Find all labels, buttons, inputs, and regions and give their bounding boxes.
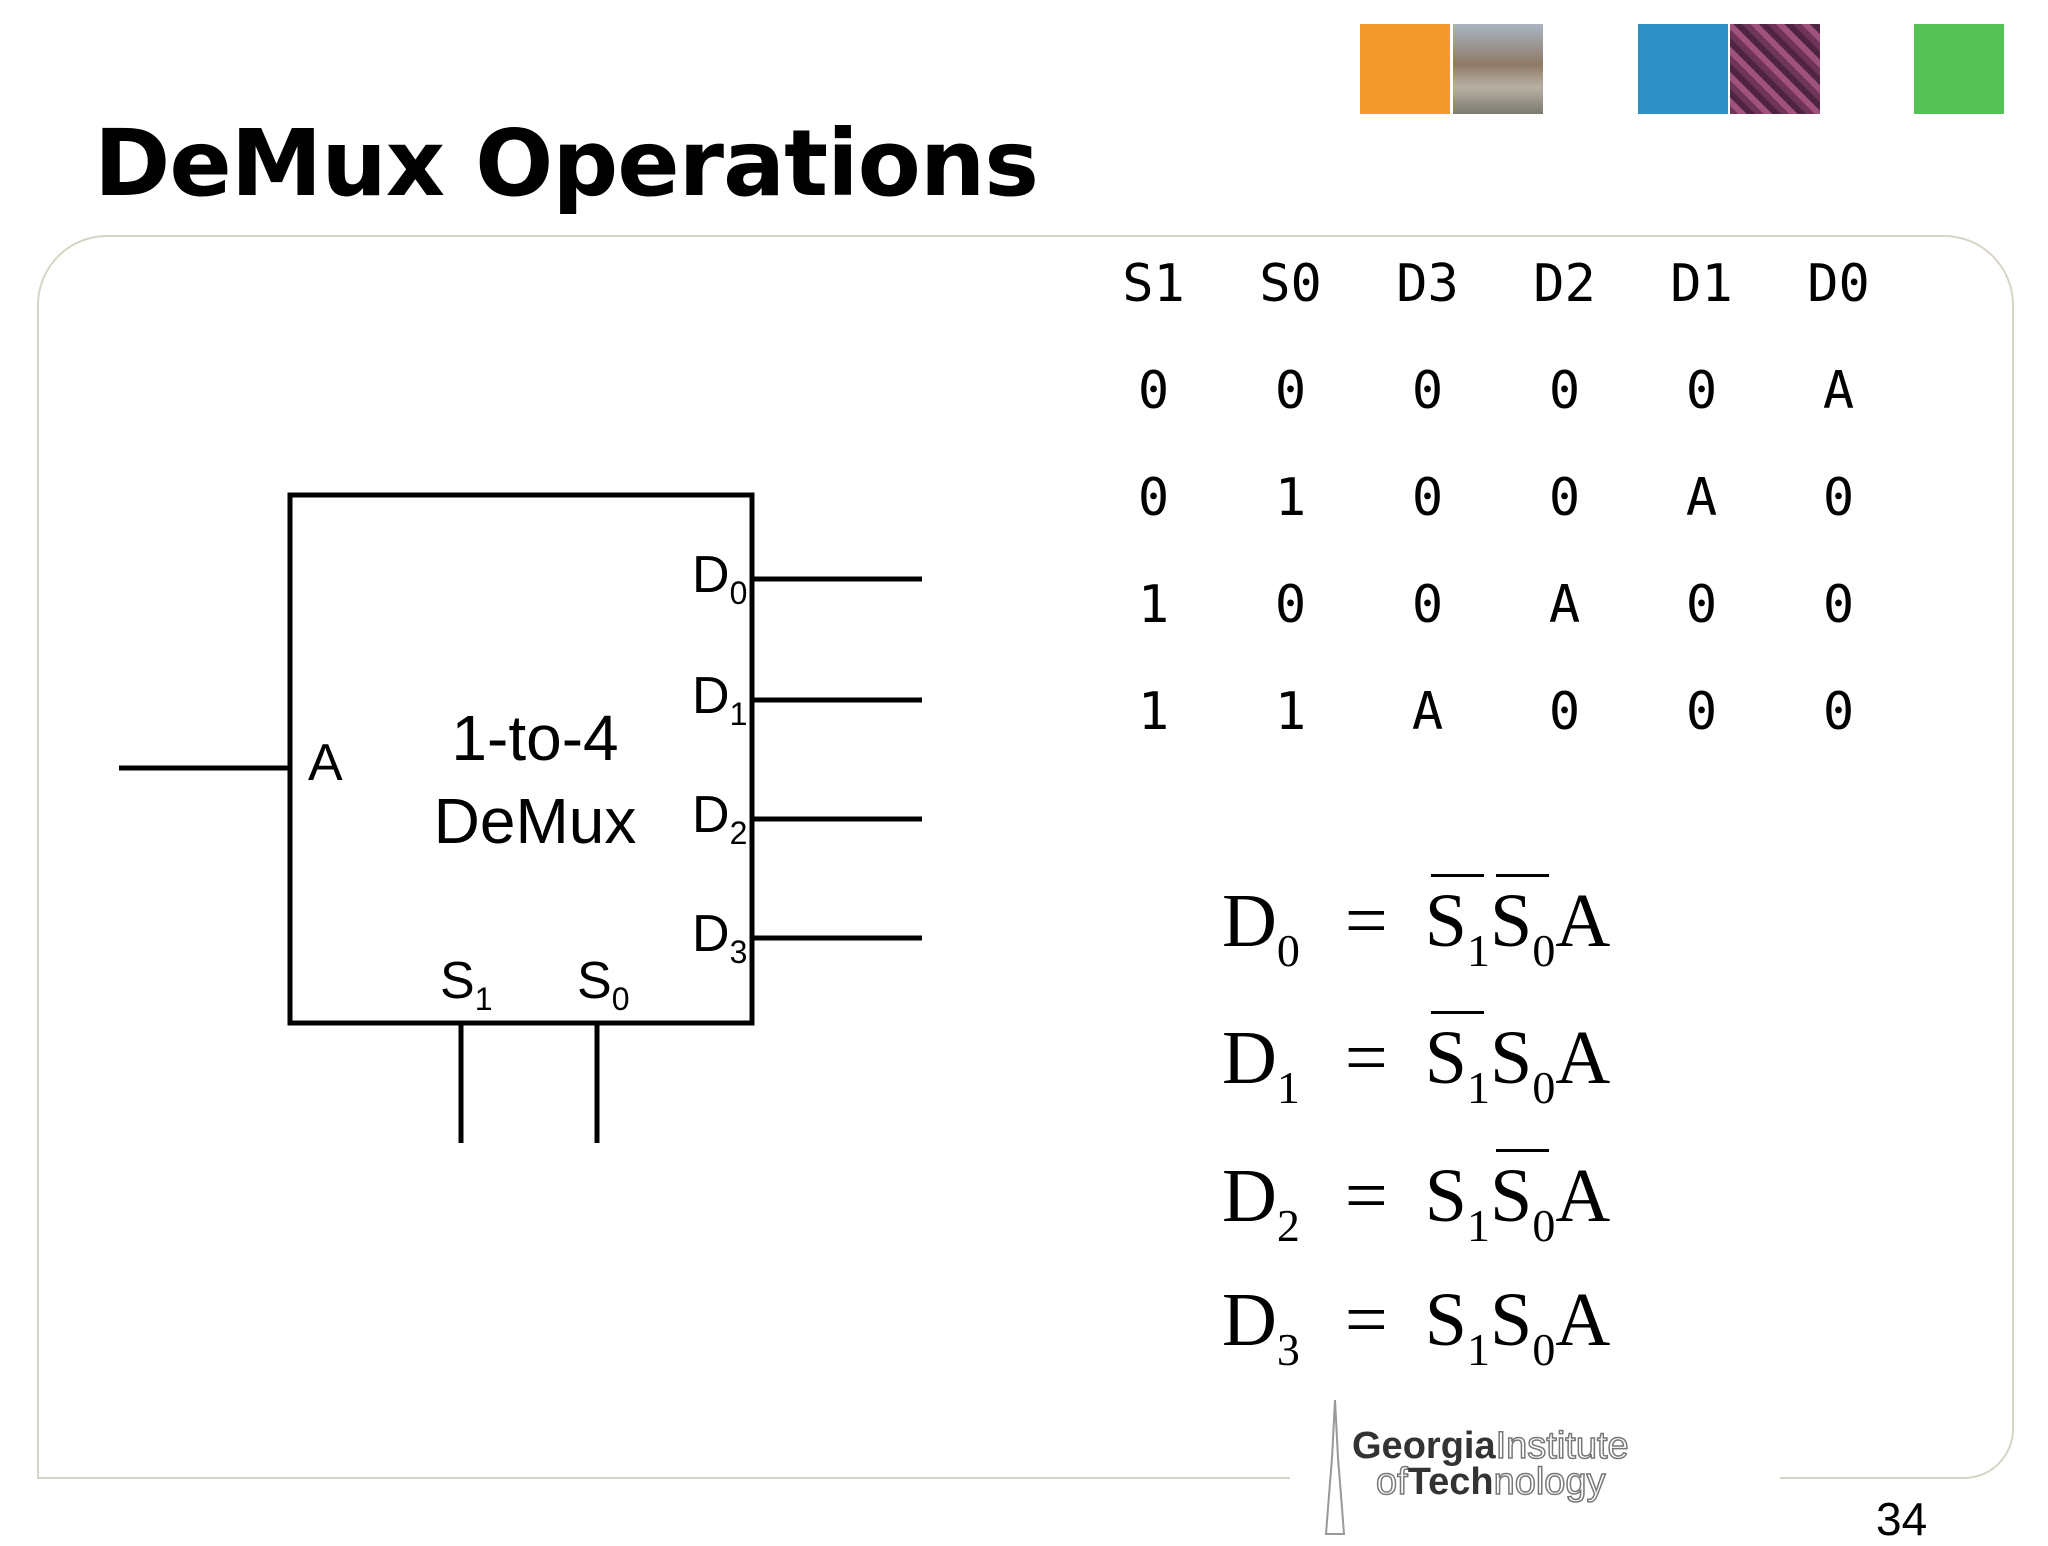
- eq-term: A: [1555, 1154, 1611, 1238]
- svg-text:GeorgiaInstitute: GeorgiaInstitute: [1352, 1425, 1629, 1467]
- tower-icon: GeorgiaInstitute ofTechnology: [1324, 1399, 1629, 1535]
- eq-term-inverted: S0: [1490, 874, 1556, 976]
- table-cell: 1: [1137, 681, 1170, 742]
- table-cell: 1: [1274, 681, 1307, 742]
- table-cell: A: [1411, 681, 1444, 742]
- eq-term: S1: [1424, 1154, 1491, 1251]
- table-cell: A: [1685, 467, 1718, 528]
- table-cell: 0: [1411, 360, 1444, 421]
- equation-d2: D2 = S1S0A: [1222, 1149, 1611, 1251]
- output-label-d1: D1: [692, 667, 747, 732]
- table-cell: 0: [1685, 360, 1718, 421]
- eq-term: S0: [1490, 1278, 1556, 1375]
- table-cell: 0: [1274, 360, 1307, 421]
- eq-term: S0: [1490, 1016, 1556, 1113]
- eq-term: S1: [1424, 1278, 1491, 1375]
- table-cell: 0: [1137, 360, 1170, 421]
- table-cell: 1: [1274, 467, 1307, 528]
- table-cell: 0: [1548, 467, 1581, 528]
- table-cell: 0: [1274, 574, 1307, 635]
- input-label-a: A: [308, 734, 343, 792]
- blue-square: [1638, 24, 1728, 114]
- orange-square: [1360, 24, 1450, 114]
- eq-term: A: [1555, 1016, 1611, 1100]
- eq-sign: =: [1344, 879, 1388, 963]
- table-cell: 0: [1685, 681, 1718, 742]
- header-cell: D1: [1670, 253, 1733, 314]
- georgia-tech-logo: GeorgiaInstitute ofTechnology: [1290, 1398, 1780, 1536]
- table-cell: 0: [1411, 574, 1444, 635]
- eq-sign: =: [1344, 1016, 1388, 1100]
- output-label-d0: D0: [692, 546, 747, 611]
- truth-table-header-row: S1 S0 D3 D2 D1 D0: [1085, 230, 1907, 337]
- eq-term: A: [1555, 879, 1611, 963]
- select-label-s1: S1: [440, 952, 492, 1017]
- circuit-photo-square: [1730, 24, 1820, 114]
- header-cell: D2: [1533, 253, 1596, 314]
- campus-photo-square: [1453, 24, 1543, 114]
- equation-d3: D3 = S1S0A: [1222, 1278, 1611, 1375]
- eq-lhs: D: [1222, 879, 1277, 963]
- slide-title: DeMux Operations: [94, 110, 1039, 217]
- table-cell: 0: [1548, 681, 1581, 742]
- table-row: 0 0 0 0 0 A: [1085, 337, 1907, 444]
- select-label-s0: S0: [577, 952, 629, 1017]
- header-cell: D0: [1807, 253, 1870, 314]
- eq-lhs: D: [1222, 1278, 1277, 1362]
- eq-lhs: D: [1222, 1154, 1277, 1238]
- table-cell: 0: [1137, 467, 1170, 528]
- truth-table: S1 S0 D3 D2 D1 D0 0 0 0 0 0 A 0 1 0 0 A …: [1085, 230, 1907, 765]
- output-label-d3: D3: [692, 905, 747, 970]
- eq-sign: =: [1344, 1278, 1388, 1362]
- equation-d0: D0 = S1S0A: [1222, 874, 1611, 976]
- content-frame: [37, 235, 2014, 1479]
- table-cell: 0: [1822, 467, 1855, 528]
- table-cell: 0: [1822, 574, 1855, 635]
- table-cell: 0: [1822, 681, 1855, 742]
- eq-term: A: [1555, 1278, 1611, 1362]
- eq-term-inverted: S1: [1424, 874, 1491, 976]
- eq-sign: =: [1344, 1154, 1388, 1238]
- eq-term-inverted: S0: [1490, 1149, 1556, 1251]
- table-cell: A: [1548, 574, 1581, 635]
- eq-term-inverted: S1: [1424, 1011, 1491, 1113]
- eq-lhs: D: [1222, 1016, 1277, 1100]
- table-cell: A: [1822, 360, 1855, 421]
- output-label-d2: D2: [692, 786, 747, 851]
- header-cell: D3: [1396, 253, 1459, 314]
- header-cell: S0: [1259, 253, 1322, 314]
- table-cell: 0: [1548, 360, 1581, 421]
- header-cell: S1: [1122, 253, 1185, 314]
- demux-box: [287, 492, 755, 1026]
- page-number: 34: [1876, 1493, 1928, 1545]
- table-cell: 0: [1411, 467, 1444, 528]
- table-cell: 1: [1137, 574, 1170, 635]
- svg-text:ofTechnology: ofTechnology: [1376, 1461, 1606, 1503]
- demux-title-line2: DeMux: [434, 785, 637, 857]
- demux-title-line1: 1-to-4: [451, 702, 618, 774]
- green-square: [1914, 24, 2004, 114]
- table-row: 1 0 0 A 0 0: [1085, 551, 1907, 658]
- equation-d1: D1 = S1S0A: [1222, 1011, 1611, 1113]
- table-cell: 0: [1685, 574, 1718, 635]
- table-row: 0 1 0 0 A 0: [1085, 444, 1907, 551]
- table-row: 1 1 A 0 0 0: [1085, 658, 1907, 765]
